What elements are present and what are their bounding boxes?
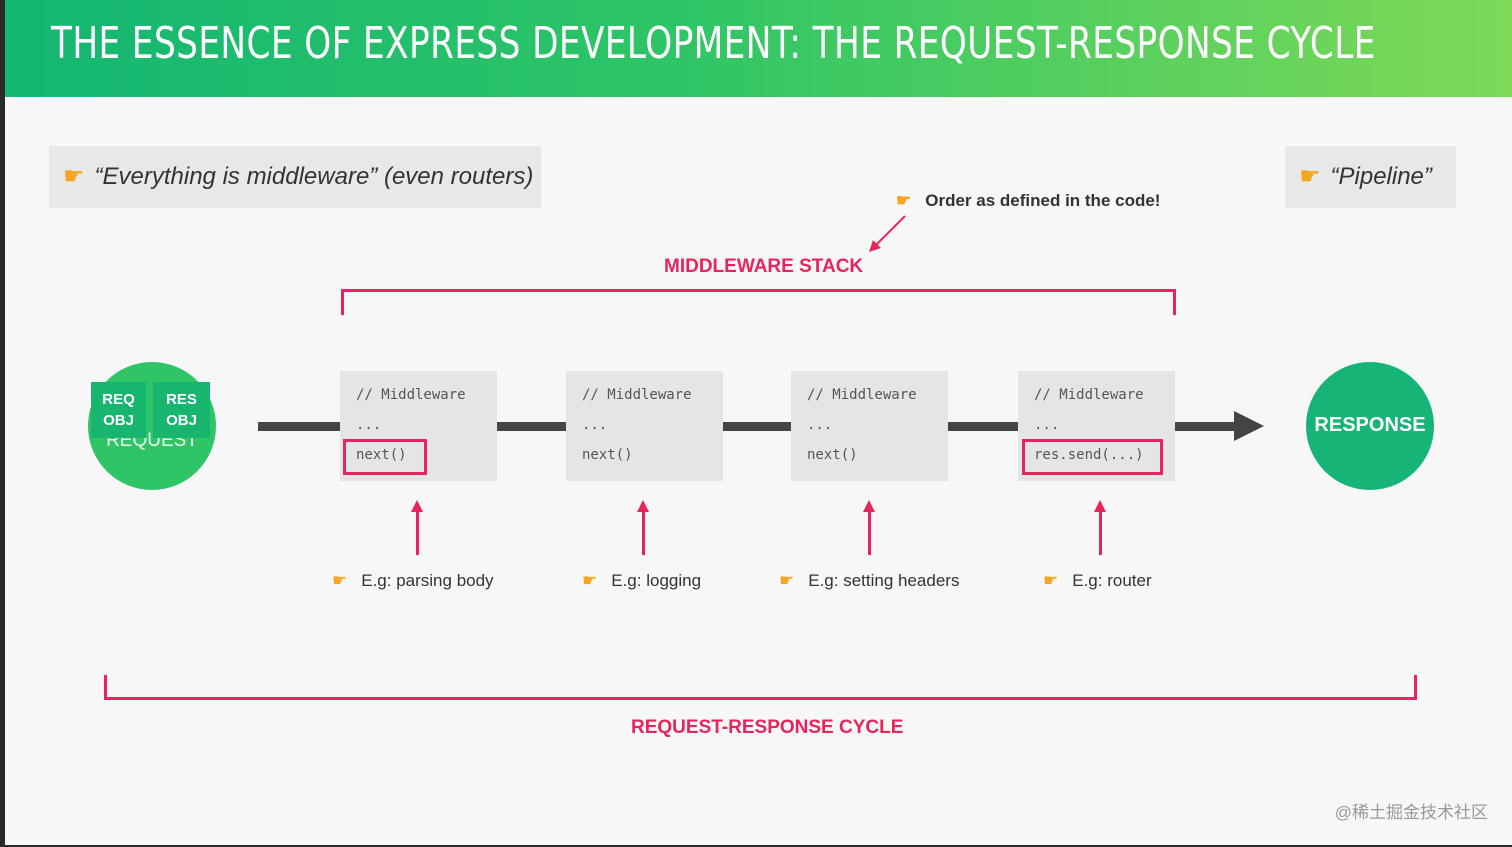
middleware-comment: // Middleware [582, 387, 692, 403]
example-setting-headers: ☛ E.g: setting headers [779, 571, 959, 591]
middleware-ellipsis: ... [1034, 417, 1060, 433]
example-logging: ☛ E.g: logging [582, 571, 701, 591]
pointing-hand-icon: ☛ [63, 163, 85, 190]
pointing-hand-icon: ☛ [1299, 163, 1321, 190]
header-banner: THE ESSENCE OF EXPRESS DEVELOPMENT: THE … [5, 0, 1512, 97]
req-obj-card: REQ OBJ [91, 382, 146, 438]
res-send-highlight [1022, 439, 1163, 475]
order-note: ☛ Order as defined in the code! [896, 191, 1160, 211]
middleware-comment: // Middleware [1034, 387, 1144, 403]
middleware-ellipsis: ... [356, 417, 382, 433]
middleware-ellipsis: ... [582, 417, 608, 433]
middleware-ellipsis: ... [807, 417, 833, 433]
middleware-call: next() [582, 447, 633, 463]
up-arrow-icon [411, 500, 423, 555]
middleware-call: res.send(...) [1034, 447, 1144, 463]
slide: THE ESSENCE OF EXPRESS DEVELOPMENT: THE … [5, 0, 1512, 845]
pointing-hand-icon: ☛ [1043, 571, 1059, 590]
response-label: RESPONSE [1314, 414, 1426, 436]
order-note-text: Order as defined in the code! [925, 191, 1161, 210]
pointing-hand-icon: ☛ [332, 571, 348, 590]
middleware-call: next() [356, 447, 407, 463]
middleware-box-4: // Middleware ... res.send(...) [1018, 371, 1175, 481]
example-text: E.g: setting headers [808, 571, 960, 590]
pointing-hand-icon: ☛ [896, 191, 912, 210]
example-router: ☛ E.g: router [1043, 571, 1152, 591]
callout-pipeline: ☛ “Pipeline” [1285, 146, 1456, 208]
cycle-bracket [104, 675, 1417, 700]
middleware-stack-bracket [341, 289, 1176, 315]
middleware-box-1: // Middleware ... next() [340, 371, 497, 481]
pointing-hand-icon: ☛ [582, 571, 598, 590]
callout-everything-middleware: ☛ “Everything is middleware” (even router… [49, 146, 541, 208]
response-circle: RESPONSE [1306, 362, 1434, 490]
middleware-stack-label: MIDDLEWARE STACK [664, 256, 864, 277]
watermark: @稀土掘金技术社区 [1334, 803, 1488, 822]
example-text: E.g: parsing body [361, 571, 494, 590]
up-arrow-icon [1094, 500, 1106, 555]
slide-title: THE ESSENCE OF EXPRESS DEVELOPMENT: THE … [51, 18, 1376, 69]
middleware-comment: // Middleware [356, 387, 466, 403]
callout-right-text: “Pipeline” [1330, 163, 1432, 190]
flow-line [258, 422, 1235, 431]
middleware-call: next() [807, 447, 858, 463]
order-arrow [869, 215, 906, 252]
middleware-box-3: // Middleware ... next() [791, 371, 948, 481]
pointing-hand-icon: ☛ [779, 571, 795, 590]
cycle-label: REQUEST-RESPONSE CYCLE [631, 717, 904, 738]
res-obj-card: RES OBJ [153, 382, 210, 438]
up-arrow-icon [637, 500, 649, 555]
flow-arrowhead-icon [1234, 411, 1264, 441]
next-call-highlight [343, 439, 427, 475]
up-arrow-icon [863, 500, 875, 555]
middleware-box-2: // Middleware ... next() [566, 371, 723, 481]
middleware-comment: // Middleware [807, 387, 917, 403]
example-text: E.g: logging [611, 571, 702, 590]
example-text: E.g: router [1072, 571, 1152, 590]
example-parsing-body: ☛ E.g: parsing body [332, 571, 494, 591]
callout-left-text: “Everything is middleware” (even routers… [94, 163, 534, 190]
